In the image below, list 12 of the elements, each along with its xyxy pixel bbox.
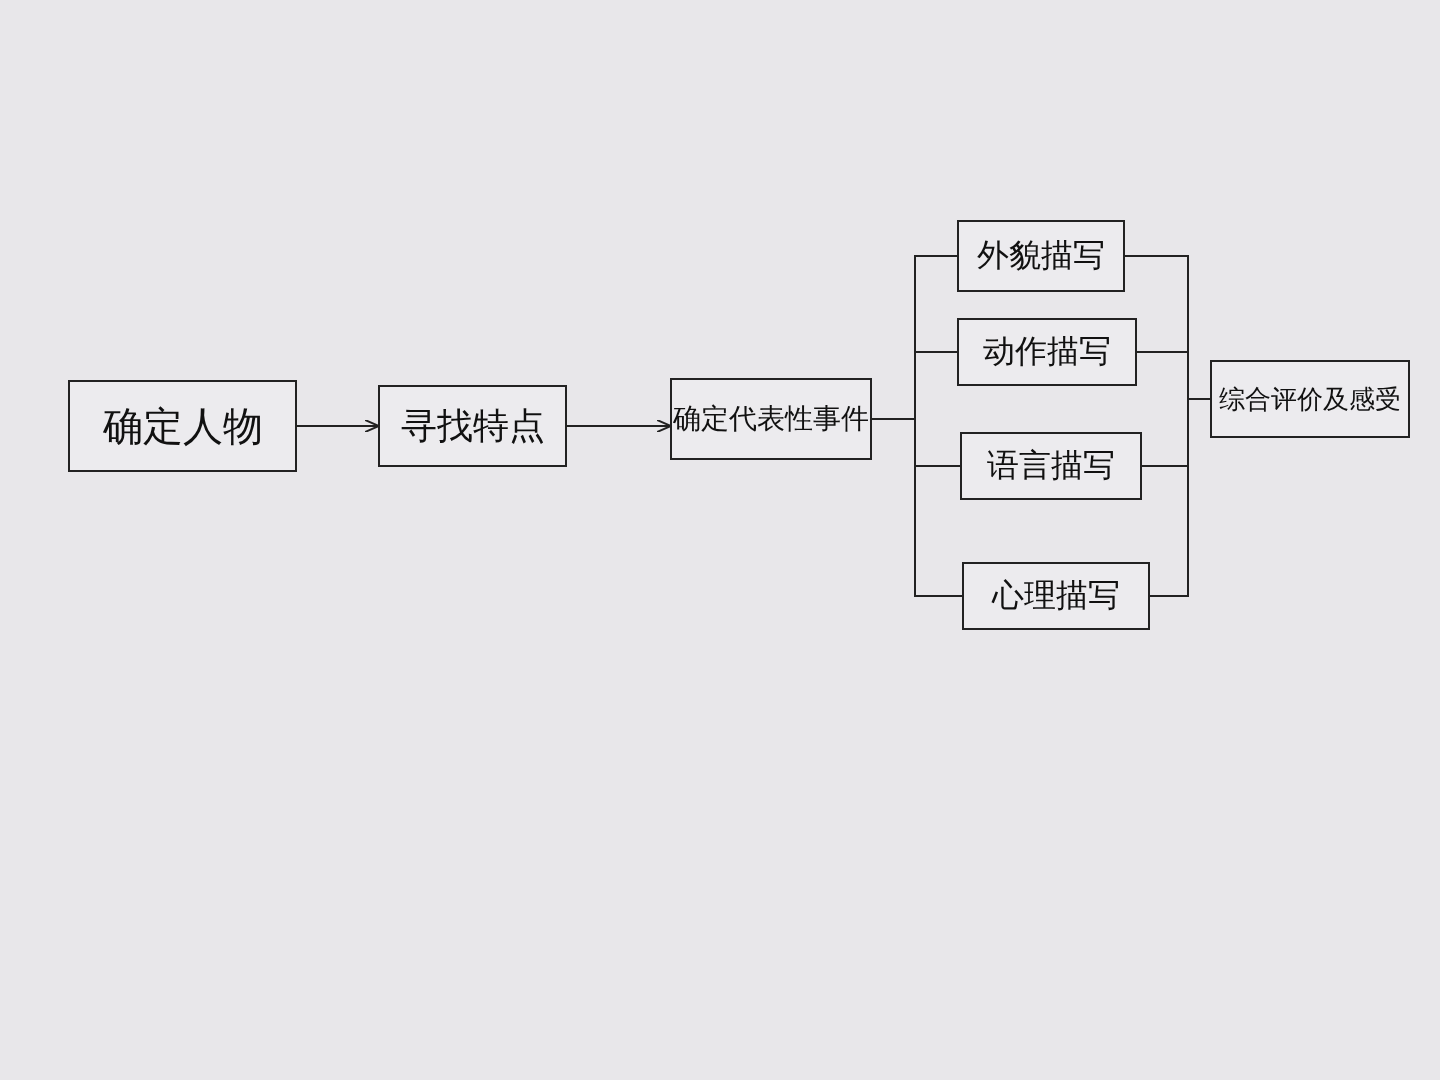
arrow	[566, 419, 672, 433]
step-box: 外貌描写	[957, 220, 1125, 292]
step-box: 确定代表性事件	[670, 378, 872, 460]
step-box: 寻找特点	[378, 385, 567, 467]
step-box: 综合评价及感受	[1210, 360, 1410, 438]
arrow	[296, 419, 380, 433]
step-box: 语言描写	[960, 432, 1142, 500]
connector-line	[1149, 398, 1211, 597]
step-box: 心理描写	[962, 562, 1150, 630]
connector-line	[871, 418, 963, 597]
step-box: 确定人物	[68, 380, 297, 472]
step-box: 动作描写	[957, 318, 1137, 386]
